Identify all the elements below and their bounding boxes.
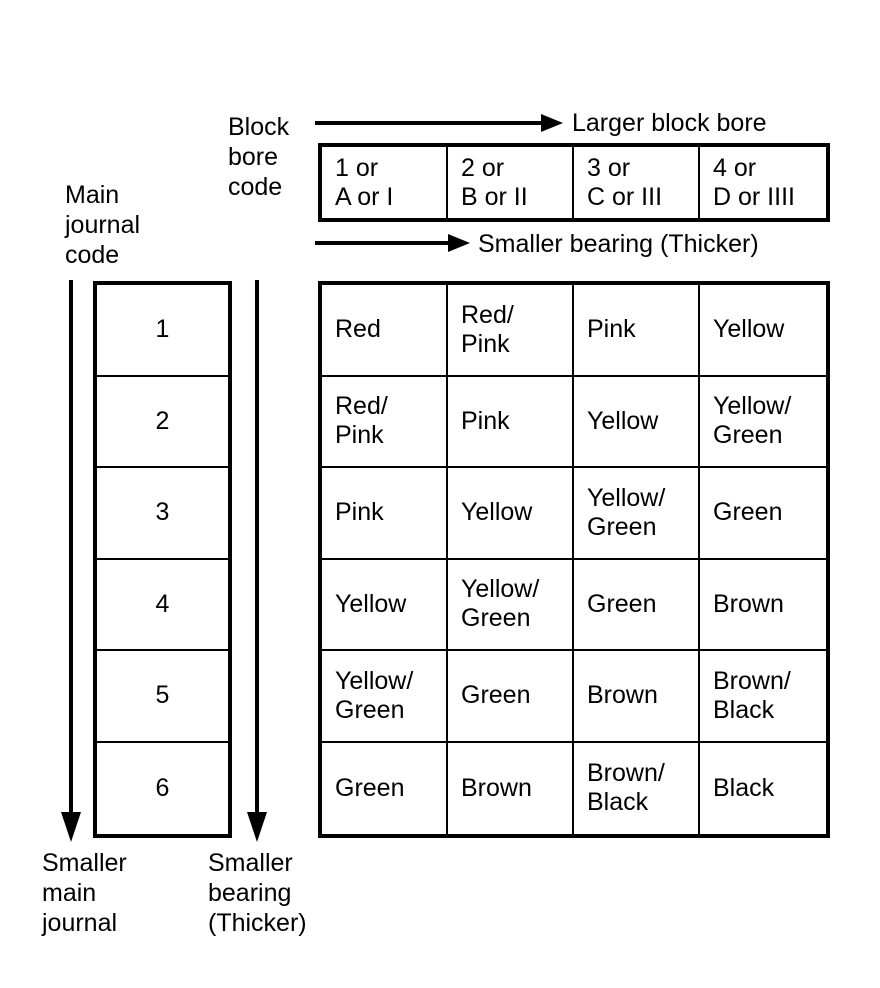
bearing-color-cell: Red/ Pink xyxy=(322,376,448,468)
bearing-color-cell: Red/ Pink xyxy=(448,285,574,377)
main-journal-code-cell: 2 xyxy=(97,377,228,468)
bearing-color-cell: Yellow/ Green xyxy=(700,377,826,468)
block-bore-code-cell: 3 or C or III xyxy=(574,147,700,218)
block-bore-code-cell: 1 or A or I xyxy=(322,147,448,218)
block-bore-code-cell: 4 or D or IIII xyxy=(713,153,795,211)
block-bore-code-label: Block bore code xyxy=(228,113,290,201)
bearing-color-cell: Green xyxy=(448,651,574,743)
main-journal-code-cell: 6 xyxy=(155,773,170,802)
main-journal-code-label: Main journal code xyxy=(65,181,141,269)
bearing-color-cell: Red xyxy=(322,285,448,377)
main-journal-code-cell: 5 xyxy=(97,651,228,743)
block-bore-code-cell: 2 or B or II xyxy=(448,147,574,218)
main-journal-code-cell: 1 xyxy=(97,285,228,377)
bearing-color-cell: Brown xyxy=(700,560,826,651)
smaller-bearing-arrow-vertical-icon xyxy=(247,280,267,842)
bearing-color-cell: Yellow xyxy=(448,468,574,560)
bearing-color-cell: Pink xyxy=(322,468,448,560)
smaller-bearing-bottom-label: Smaller bearing (Thicker) xyxy=(208,849,307,937)
bearing-color-cell: Green xyxy=(322,742,448,834)
bearing-color-cell: Green xyxy=(574,559,700,651)
larger-block-bore-label: Larger block bore xyxy=(572,109,767,137)
bearing-color-cell: Yellow xyxy=(322,559,448,651)
bearing-color-cell: Yellow xyxy=(700,285,826,377)
bearing-color-cell: Yellow/ Green xyxy=(448,559,574,651)
smaller-bearing-arrow-icon xyxy=(315,234,470,252)
bearing-color-cell: Green xyxy=(700,468,826,560)
bearing-color-cell: Brown xyxy=(574,651,700,743)
smaller-main-journal-arrow-icon xyxy=(61,280,81,842)
bearing-color-matrix-table: Red Red/ Pink Pink Yellow Red/ Pink Pink… xyxy=(318,281,830,838)
main-journal-code-table: 1 2 3 4 5 6 xyxy=(93,281,232,838)
bearing-color-cell: Brown/ Black xyxy=(574,742,700,834)
bearing-color-cell: Brown xyxy=(448,742,574,834)
bearing-color-cell: Pink xyxy=(574,285,700,377)
smaller-bearing-thicker-label: Smaller bearing (Thicker) xyxy=(478,230,759,258)
main-journal-code-cell: 4 xyxy=(97,560,228,651)
bearing-color-cell: Yellow xyxy=(574,376,700,468)
bearing-color-cell: Yellow/ Green xyxy=(322,651,448,743)
larger-block-bore-arrow-icon xyxy=(315,114,563,132)
bearing-color-cell: Pink xyxy=(448,376,574,468)
bearing-color-cell: Yellow/ Green xyxy=(574,468,700,560)
block-bore-code-table: 1 or A or I 2 or B or II 3 or C or III 4… xyxy=(318,143,830,222)
bearing-color-cell: Brown/ Black xyxy=(700,651,826,743)
bearing-color-cell: Black xyxy=(713,773,775,802)
smaller-main-journal-label: Smaller main journal xyxy=(42,849,127,937)
main-journal-code-cell: 3 xyxy=(97,468,228,560)
